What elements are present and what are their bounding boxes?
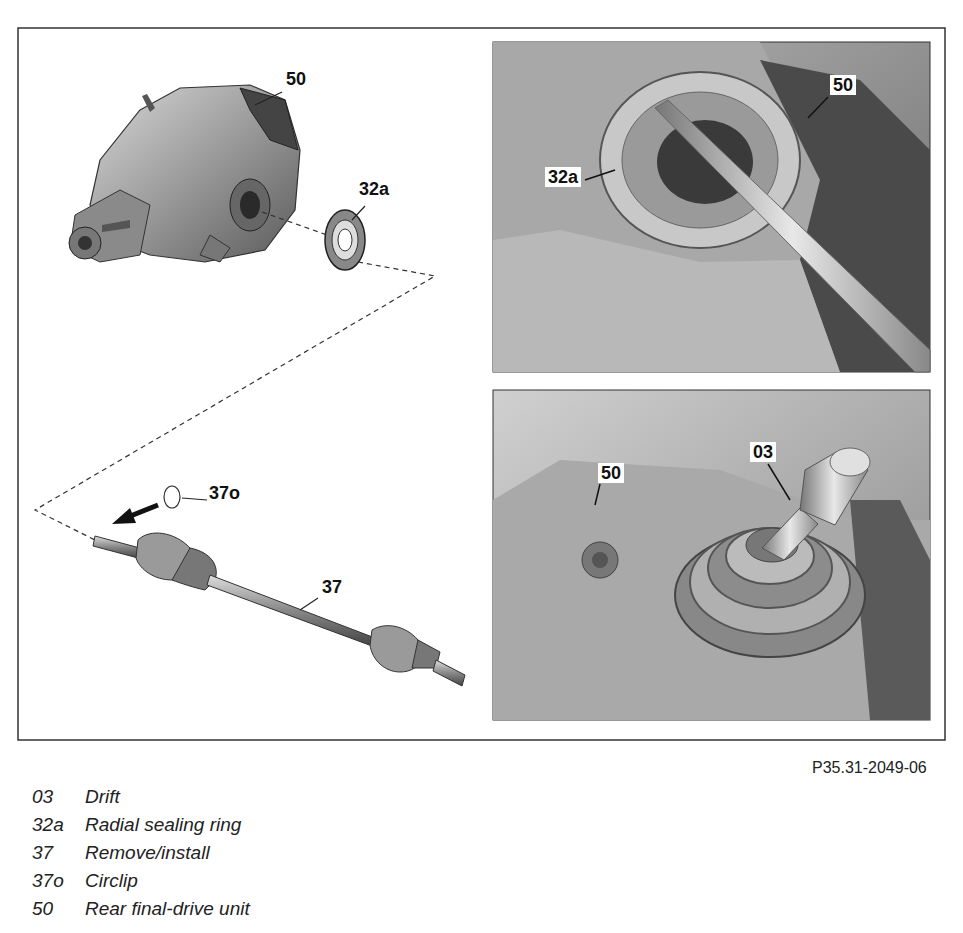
callout-number: 32a <box>359 180 389 198</box>
callout-number: 03 <box>750 442 776 462</box>
callout-number: 50 <box>830 75 856 95</box>
legend-code: 50 <box>32 899 53 918</box>
callout-number: 37o <box>209 484 240 502</box>
legend-text: Radial sealing ring <box>85 815 241 834</box>
legend-code: 32a <box>32 815 64 834</box>
legend-text: Circlip <box>85 871 138 890</box>
legend-text: Rear final-drive unit <box>85 899 250 918</box>
legend-text: Remove/install <box>85 843 210 862</box>
callout-number: 32a <box>545 167 581 187</box>
legend-code: 37o <box>32 871 64 890</box>
callout-number: 37 <box>322 578 342 596</box>
figure-code: P35.31-2049-06 <box>812 760 927 776</box>
legend-code: 37 <box>32 843 53 862</box>
legend-text: Drift <box>85 787 120 806</box>
legend-code: 03 <box>32 787 53 806</box>
callout-number: 50 <box>286 70 306 88</box>
callout-number: 50 <box>598 463 624 483</box>
